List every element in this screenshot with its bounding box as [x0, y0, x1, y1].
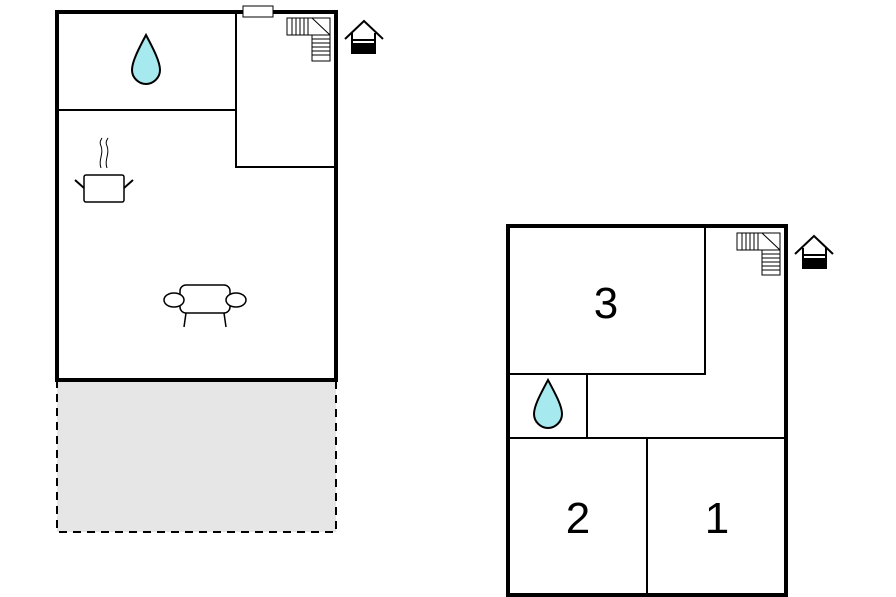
window — [242, 5, 274, 18]
house-entrance-icon — [794, 234, 834, 269]
water-drop-icon — [130, 32, 162, 86]
room-label-3: 3 — [594, 279, 618, 328]
ground-floor-plan — [55, 5, 384, 533]
stairs-icon — [286, 17, 331, 62]
stair-room-wall — [235, 12, 336, 168]
upper-floor-plan: 3 2 1 — [506, 224, 834, 597]
room-label-2: 2 — [566, 494, 590, 543]
stairs-icon — [736, 232, 781, 276]
room-label-1: 1 — [705, 494, 729, 543]
ground-floor-outer-wall — [55, 10, 338, 382]
cooking-pot-icon — [74, 137, 134, 203]
terrace-area — [56, 379, 337, 533]
house-entrance-icon — [344, 19, 384, 54]
sofa-icon — [163, 284, 247, 328]
room-3-wall — [508, 226, 706, 375]
water-drop-icon — [532, 377, 564, 430]
